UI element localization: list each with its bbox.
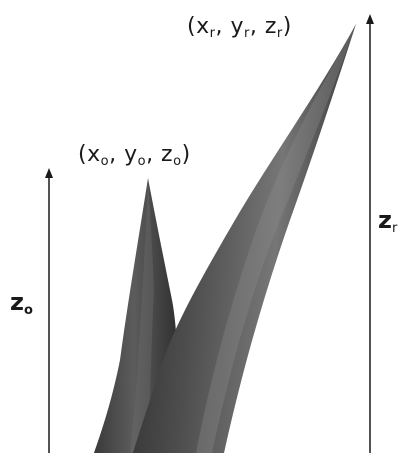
tip-label-reference-sub-x: r [209, 26, 216, 41]
tip-label-reference: (xr, yr, zr) [187, 14, 292, 41]
axis-label-original: zo [10, 288, 33, 318]
tip-label-original-sub-y: o [137, 154, 147, 169]
axis-label-reference: zr [378, 206, 397, 236]
spike-original-highlight [130, 178, 154, 453]
axis-label-original-main: z [10, 288, 24, 316]
axis-arrowhead-reference [366, 14, 374, 24]
tip-label-reference-close: ) [282, 14, 292, 39]
tip-label-reference-comma-z: , z [249, 14, 277, 39]
tip-label-reference-sub-z: r [276, 26, 283, 41]
spike-reference-highlight [196, 24, 356, 453]
tip-label-original-comma-y: , y [109, 142, 138, 167]
tip-label-original-close: ) [181, 142, 191, 167]
tip-label-original-comma-z: , z [146, 142, 174, 167]
axis-label-reference-sub: r [391, 221, 398, 236]
axis-arrowhead-original [45, 168, 53, 178]
tip-label-original: (xo, yo, zo) [78, 142, 191, 169]
tip-label-original-open: (x [78, 142, 101, 167]
axis-label-original-sub: o [23, 303, 33, 318]
tip-label-reference-open: (x [187, 14, 210, 39]
axis-label-reference-main: z [378, 206, 392, 234]
tip-label-reference-comma-y: , y [215, 14, 244, 39]
tip-label-original-sub-x: o [100, 154, 110, 169]
tip-label-original-sub-z: o [173, 154, 182, 169]
spike-reference [133, 24, 356, 453]
tip-label-reference-sub-y: r [243, 26, 250, 41]
